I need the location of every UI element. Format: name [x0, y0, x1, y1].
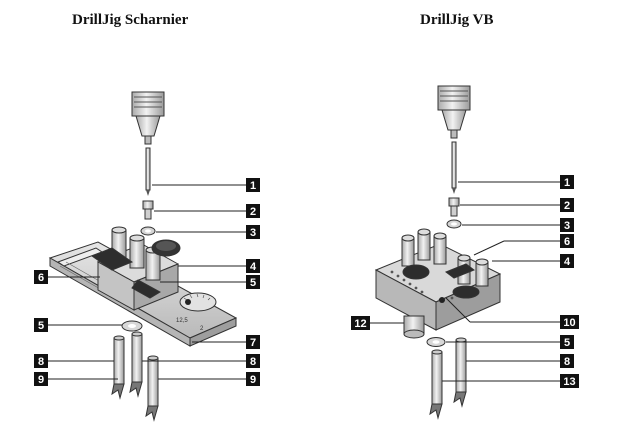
- right-callout-6: 6: [560, 234, 574, 248]
- left-callout-9a: 9: [34, 372, 48, 386]
- right-callout-8-text: 8: [564, 356, 570, 368]
- left-callout-4: 4: [246, 259, 260, 273]
- left-drill-chuck: [131, 91, 165, 145]
- left-scale-mark-a: 12,5: [176, 318, 188, 324]
- right-washer: [446, 219, 462, 229]
- right-lower-washer: [426, 337, 446, 347]
- left-jig-plate: 12,5 2: [48, 241, 238, 347]
- right-callout-12: 12: [351, 316, 370, 330]
- right-callout-6-text: 6: [564, 236, 570, 248]
- left-drill-bit: [145, 147, 151, 196]
- left-callout-5a-text: 5: [250, 277, 256, 289]
- left-callout-1-text: 1: [250, 180, 256, 192]
- title-drilljig-scharnier: DrillJig Scharnier: [72, 12, 189, 28]
- left-callout-5b-text: 5: [38, 320, 44, 332]
- right-callout-10-text: 10: [563, 317, 575, 329]
- right-callout-13: 13: [560, 374, 579, 388]
- right-drill-chuck: [437, 85, 471, 139]
- left-callout-3-text: 3: [250, 227, 256, 239]
- left-callout-9b-text: 9: [250, 374, 256, 386]
- left-callout-8a-text: 8: [38, 356, 44, 368]
- right-callout-1-text: 1: [564, 177, 570, 189]
- right-leader-lines: [370, 181, 560, 382]
- left-leader-lines: [48, 184, 246, 380]
- right-underside-clamp: [403, 315, 425, 339]
- right-callout-13-text: 13: [563, 376, 575, 388]
- right-callout-3: 3: [560, 218, 574, 232]
- left-callout-3: 3: [246, 225, 260, 239]
- right-callout-8: 8: [560, 354, 574, 368]
- left-callout-2: 2: [246, 204, 260, 218]
- right-screw: [448, 197, 460, 217]
- right-callout-12-text: 12: [354, 318, 366, 330]
- right-callout-2-text: 2: [564, 200, 570, 212]
- left-callout-4-text: 4: [250, 261, 257, 273]
- left-callout-7: 7: [246, 335, 260, 349]
- left-callout-1: 1: [246, 178, 260, 192]
- right-lower-bits: [429, 337, 467, 420]
- right-callout-4: 4: [560, 254, 574, 268]
- left-lower-bits: [111, 331, 159, 422]
- right-callout-2: 2: [560, 198, 574, 212]
- left-callout-5b: 5: [34, 318, 48, 332]
- left-callout-8a: 8: [34, 354, 48, 368]
- left-callout-9b: 9: [246, 372, 260, 386]
- right-callout-5: 5: [560, 335, 574, 349]
- left-washer: [140, 226, 156, 236]
- left-callout-7-text: 7: [250, 337, 256, 349]
- right-callout-5-text: 5: [564, 337, 570, 349]
- title-drilljig-vb: DrillJig VB: [420, 12, 494, 28]
- right-callout-4-text: 4: [564, 256, 571, 268]
- left-callout-2-text: 2: [250, 206, 256, 218]
- left-scale-mark-b: 2: [200, 326, 204, 332]
- right-drill-guides: [401, 228, 489, 299]
- left-callout-5a: 5: [246, 275, 260, 289]
- right-callout-10: 10: [560, 315, 579, 329]
- right-callout-1: 1: [560, 175, 574, 189]
- left-lower-washer: [121, 320, 143, 332]
- right-drill-bit: [451, 141, 457, 194]
- left-callout-6: 6: [34, 270, 48, 284]
- right-callout-3-text: 3: [564, 220, 570, 232]
- left-drill-guides: [90, 226, 181, 299]
- left-callout-8b: 8: [246, 354, 260, 368]
- left-callout-6-text: 6: [38, 272, 44, 284]
- left-callout-8b-text: 8: [250, 356, 256, 368]
- left-callout-9a-text: 9: [38, 374, 44, 386]
- left-screw: [142, 200, 154, 220]
